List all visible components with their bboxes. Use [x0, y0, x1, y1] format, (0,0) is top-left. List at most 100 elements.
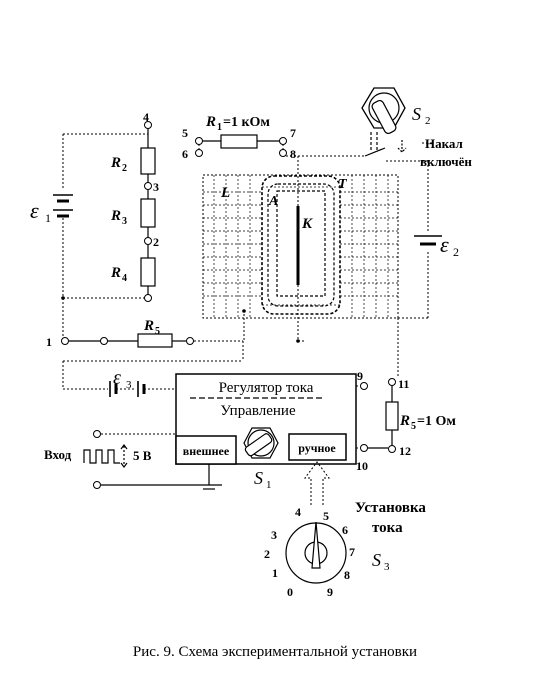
e1-sub: 1	[45, 211, 51, 225]
r5-right-value: =1 Ом	[417, 414, 456, 429]
current-setting-dial: Установка тока 0 1 2 3 4 5 6 7 8 9 S 3	[264, 500, 426, 599]
input-terminal-top[interactable]	[93, 430, 101, 438]
r1-sub: 1	[217, 122, 222, 133]
e2-sub: 2	[453, 245, 459, 259]
external-mode-button[interactable]	[175, 435, 237, 465]
resistor-r5	[385, 401, 399, 431]
r4-label: R	[110, 265, 121, 281]
source-e3: ε 3	[62, 341, 244, 397]
terminal-1-label: 1	[46, 335, 52, 349]
e3-sub: 3	[126, 379, 132, 391]
terminal-8[interactable]	[279, 149, 287, 157]
terminal-3-label: 3	[153, 180, 159, 194]
terminal-2-label: 2	[153, 235, 159, 249]
regulator-subtitle: Управление	[220, 403, 296, 419]
tube-label-t: T	[338, 177, 348, 192]
e3-label: ε	[113, 367, 121, 389]
dial-tick-7: 7	[349, 545, 355, 559]
terminal-r4-bottom[interactable]	[144, 294, 152, 302]
terminal-2[interactable]	[144, 237, 152, 245]
terminal-7[interactable]	[279, 137, 287, 145]
current-setting-line1: Установка	[355, 500, 426, 516]
input-label: Вход	[44, 447, 72, 462]
s1-selector-knob[interactable]	[244, 433, 273, 457]
input-amplitude: 5 В	[133, 448, 152, 463]
terminal-10[interactable]	[360, 444, 368, 452]
terminal-5[interactable]	[195, 137, 203, 145]
dial-tick-5: 5	[323, 509, 329, 523]
r3-label: R	[110, 208, 121, 224]
current-setting-line2: тока	[372, 520, 403, 536]
dial-tick-8: 8	[344, 568, 350, 582]
terminal-6[interactable]	[195, 149, 203, 157]
resistor-r3	[140, 198, 156, 228]
terminal-10-label: 10	[356, 459, 368, 473]
r4-sub: 4	[122, 273, 127, 284]
terminal-5-label: 5	[182, 126, 188, 140]
dial-tick-1: 1	[272, 566, 278, 580]
input-terminal-bottom[interactable]	[93, 481, 101, 489]
r5-top-label: R	[143, 318, 154, 334]
figure-caption: Рис. 9. Схема экспериментальной установк…	[133, 644, 417, 660]
resistor-chain: 4 3 2 R 2 R 3 R 4	[110, 110, 159, 302]
s2-toggle-handle[interactable]	[371, 99, 398, 135]
r5-line: 1 R 5	[46, 318, 243, 349]
heater-line2: включён	[420, 154, 472, 169]
dial-tick-9: 9	[327, 585, 333, 599]
r5-right-node	[186, 337, 194, 345]
s3-pointer[interactable]	[311, 521, 321, 569]
terminal-4[interactable]	[144, 121, 152, 129]
terminal-9[interactable]	[360, 382, 368, 390]
manual-mode-button[interactable]	[288, 433, 347, 461]
terminal-7-label: 7	[290, 126, 296, 140]
manual-mode-label: ручное	[298, 441, 336, 455]
r1-value: =1 кОм	[223, 115, 270, 130]
r1-label: R	[205, 114, 216, 130]
terminal-12[interactable]	[388, 445, 396, 453]
r5-right-sub: 5	[411, 421, 416, 432]
tube-label-a: A	[268, 194, 278, 209]
terminal-8-label: 8	[290, 147, 296, 161]
r5-top-sub: 5	[155, 326, 160, 337]
regulator-title: Регулятор тока	[219, 380, 314, 396]
e2-label: ε	[440, 232, 449, 257]
dial-tick-0: 0	[287, 585, 293, 599]
r5-right-block: 11 12 R 5 =1 Ом	[368, 318, 456, 458]
current-regulator: Регулятор тока Управление внешнее ручное…	[175, 369, 368, 491]
terminal-11[interactable]	[388, 378, 396, 386]
s2-label: S	[412, 104, 421, 124]
terminal-12-label: 12	[399, 444, 411, 458]
r5-left-node	[100, 337, 108, 345]
resistor-r2	[140, 147, 156, 175]
terminal-1[interactable]	[61, 337, 69, 345]
terminal-6-label: 6	[182, 147, 188, 161]
terminal-3[interactable]	[144, 182, 152, 190]
r5-right-label: R	[399, 413, 410, 429]
resistor-r1	[220, 134, 258, 149]
s3-arrow	[304, 461, 330, 505]
r3-sub: 3	[122, 216, 127, 227]
terminal-11-label: 11	[398, 377, 409, 391]
source-e1: ε 1	[30, 133, 148, 340]
tube-body: L A K T	[202, 156, 399, 343]
pulse-waveform-icon	[83, 449, 120, 464]
dial-tick-6: 6	[342, 523, 348, 537]
tube-label-l: L	[220, 185, 230, 201]
s1-sub: 1	[266, 479, 272, 491]
heater-line1: Накал	[425, 136, 463, 151]
r2-label: R	[110, 155, 121, 171]
r2-sub: 2	[122, 163, 127, 174]
terminal-4-label: 4	[143, 110, 149, 124]
s3-sub: 3	[384, 561, 390, 573]
tube-label-k: K	[301, 216, 313, 232]
e1-label: ε	[30, 198, 39, 223]
dial-tick-3: 3	[271, 528, 277, 542]
external-mode-label: внешнее	[183, 444, 230, 458]
switch-s2: S 2 Накал включён ε 2	[286, 87, 472, 319]
dial-tick-2: 2	[264, 547, 270, 561]
s3-label: S	[372, 550, 381, 570]
terminal-9-label: 9	[357, 369, 363, 383]
s1-label: S	[254, 468, 263, 488]
resistor-r4	[140, 257, 156, 287]
